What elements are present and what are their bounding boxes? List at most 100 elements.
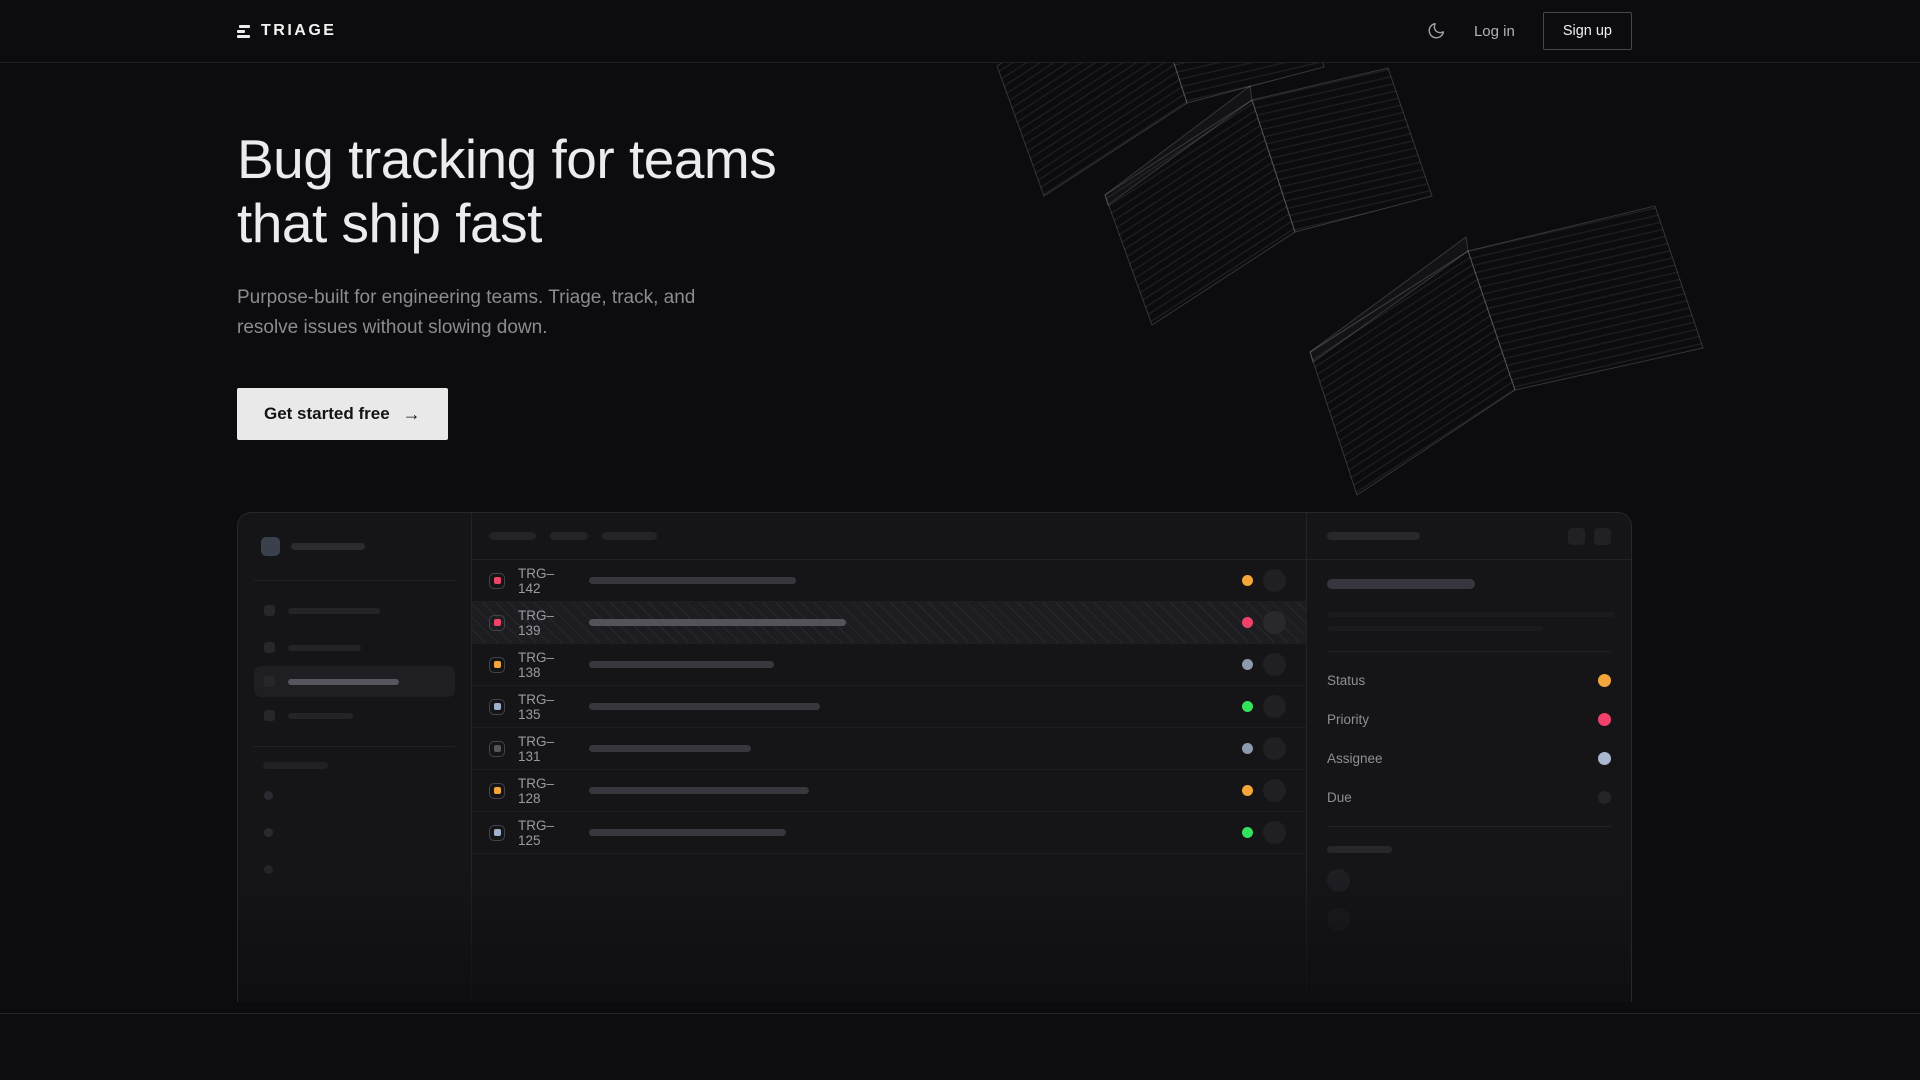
tab-skeleton bbox=[489, 532, 536, 540]
mockup-workspace-switcher bbox=[238, 513, 471, 580]
brand-logo[interactable]: TRIAGE bbox=[237, 22, 336, 40]
detail-header bbox=[1307, 513, 1631, 560]
mockup-sidebar-nav bbox=[238, 581, 471, 746]
sidebar-item-skeleton bbox=[238, 592, 471, 629]
sidebar-item-skeleton bbox=[238, 697, 471, 734]
status-dot bbox=[1242, 743, 1253, 754]
tab-skeleton bbox=[550, 532, 588, 540]
issue-id: TRG–138 bbox=[518, 650, 576, 680]
issue-id: TRG–142 bbox=[518, 566, 576, 596]
field-status: Status bbox=[1327, 661, 1611, 700]
issue-title-skeleton bbox=[589, 745, 751, 752]
issue-id: TRG–139 bbox=[518, 608, 576, 638]
issue-row: TRG–125 bbox=[472, 812, 1306, 854]
workspace-name-skeleton bbox=[291, 543, 365, 550]
field-due: Due bbox=[1327, 778, 1611, 817]
comment-avatar-skeleton bbox=[1327, 869, 1350, 892]
issue-type-icon bbox=[489, 615, 505, 631]
assignee-avatar bbox=[1263, 695, 1286, 718]
detail-body: Status Priority Assignee Due bbox=[1307, 560, 1631, 931]
hero-heading-line1: Bug tracking for teams bbox=[237, 128, 776, 190]
issue-row: TRG–142 bbox=[472, 560, 1306, 602]
description-line-skeleton bbox=[1327, 626, 1543, 631]
status-dot bbox=[1242, 617, 1253, 628]
nav-label-skeleton bbox=[288, 713, 353, 719]
issue-title-skeleton bbox=[589, 787, 809, 794]
due-value-dot bbox=[1598, 791, 1611, 804]
footer-section bbox=[0, 1013, 1920, 1080]
issue-title-skeleton bbox=[589, 661, 774, 668]
issue-type-icon bbox=[489, 825, 505, 841]
nav-icon-placeholder bbox=[264, 642, 275, 653]
nav-label-skeleton bbox=[288, 608, 380, 614]
field-label: Assignee bbox=[1327, 751, 1383, 766]
nav-icon-placeholder bbox=[264, 710, 275, 721]
status-dot bbox=[1242, 827, 1253, 838]
issue-title-skeleton bbox=[589, 703, 820, 710]
sidebar-item-skeleton-active bbox=[254, 666, 455, 697]
section-label-skeleton bbox=[263, 762, 328, 769]
issue-title-skeleton bbox=[589, 829, 786, 836]
hero-content: Bug tracking for teams that ship fast Pu… bbox=[0, 63, 1920, 440]
description-line-skeleton bbox=[1327, 612, 1614, 617]
detail-action-button-skeleton bbox=[1594, 528, 1611, 545]
nav-label-skeleton bbox=[288, 679, 399, 685]
issue-type-icon bbox=[489, 741, 505, 757]
nav-actions: Log in Sign up bbox=[1426, 12, 1632, 50]
comment-avatar-skeleton bbox=[1327, 908, 1350, 931]
detail-title-skeleton bbox=[1327, 532, 1420, 540]
field-assignee: Assignee bbox=[1327, 739, 1611, 778]
signup-button[interactable]: Sign up bbox=[1543, 12, 1632, 50]
get-started-button[interactable]: Get started free → bbox=[237, 388, 448, 440]
mockup-detail-panel: Status Priority Assignee Due bbox=[1306, 513, 1631, 1002]
issue-type-icon bbox=[489, 657, 505, 673]
issue-type-icon bbox=[489, 699, 505, 715]
cta-label: Get started free bbox=[264, 404, 390, 424]
sidebar-item-skeleton bbox=[238, 629, 471, 666]
nav-icon-placeholder bbox=[264, 605, 275, 616]
assignee-avatar bbox=[1263, 653, 1286, 676]
triage-logo-icon bbox=[237, 24, 250, 39]
assignee-avatar bbox=[1263, 821, 1286, 844]
detail-fields: Status Priority Assignee Due bbox=[1327, 661, 1611, 817]
nav-icon-placeholder bbox=[264, 676, 275, 687]
assignee-value-dot bbox=[1598, 752, 1611, 765]
list-dot-skeleton bbox=[264, 865, 273, 874]
issue-row: TRG–128 bbox=[472, 770, 1306, 812]
detail-action-button-skeleton bbox=[1568, 528, 1585, 545]
tab-skeleton bbox=[602, 532, 657, 540]
issue-type-icon bbox=[489, 573, 505, 589]
mockup-sidebar bbox=[238, 513, 472, 1002]
issue-row: TRG–135 bbox=[472, 686, 1306, 728]
divider bbox=[254, 746, 455, 747]
moon-icon bbox=[1426, 21, 1446, 41]
hero-section: Bug tracking for teams that ship fast Pu… bbox=[0, 63, 1920, 1013]
hero-heading-line2: that ship fast bbox=[237, 192, 542, 254]
login-button[interactable]: Log in bbox=[1474, 23, 1515, 40]
issue-id: TRG–131 bbox=[518, 734, 576, 764]
theme-toggle-button[interactable] bbox=[1426, 21, 1446, 41]
workspace-avatar bbox=[261, 537, 280, 556]
assignee-avatar bbox=[1263, 569, 1286, 592]
issue-title-skeleton bbox=[589, 619, 846, 626]
field-label: Due bbox=[1327, 790, 1352, 805]
issue-id: TRG–128 bbox=[518, 776, 576, 806]
issue-row: TRG–131 bbox=[472, 728, 1306, 770]
app-mockup-card: TRG–142 TRG–139 TRG–138 TRG–135 bbox=[237, 512, 1632, 1002]
priority-value-dot bbox=[1598, 713, 1611, 726]
field-label: Status bbox=[1327, 673, 1365, 688]
issue-title-skeleton bbox=[1327, 579, 1475, 589]
top-nav: TRIAGE Log in Sign up bbox=[0, 0, 1920, 63]
status-dot bbox=[1242, 659, 1253, 670]
divider bbox=[1327, 651, 1611, 652]
issue-id: TRG–135 bbox=[518, 692, 576, 722]
assignee-avatar bbox=[1263, 611, 1286, 634]
mockup-issue-list: TRG–142 TRG–139 TRG–138 TRG–135 bbox=[472, 513, 1306, 1002]
activity-label-skeleton bbox=[1327, 846, 1392, 853]
assignee-avatar bbox=[1263, 779, 1286, 802]
list-dot-skeleton bbox=[264, 828, 273, 837]
list-dot-skeleton bbox=[264, 791, 273, 800]
assignee-avatar bbox=[1263, 737, 1286, 760]
issue-row-selected: TRG–139 bbox=[472, 602, 1306, 644]
hero-subtitle: Purpose-built for engineering teams. Tri… bbox=[237, 283, 717, 344]
